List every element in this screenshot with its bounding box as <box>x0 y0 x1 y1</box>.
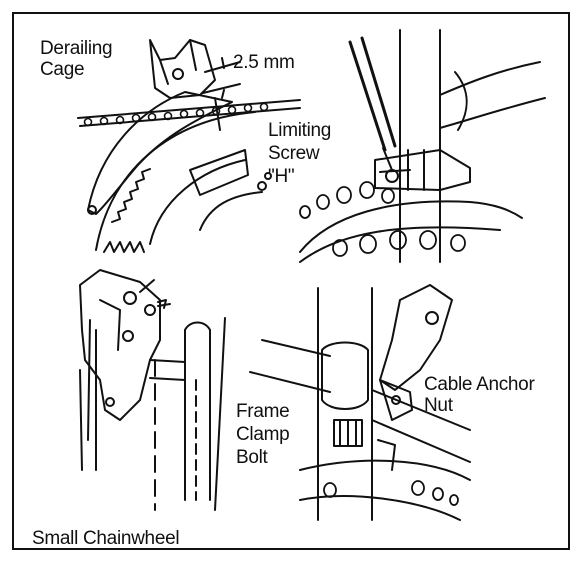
cable-anchor-nut-label: Cable Anchor Nut <box>424 374 535 416</box>
limiting-screw-label-line2: Screw <box>268 143 320 164</box>
small-chainwheel-label: Small Chainwheel <box>32 528 180 549</box>
limiting-screw-label-line1: Limiting <box>268 120 332 141</box>
cable-anchor-nut-label-line1: Cable Anchor <box>424 374 535 395</box>
cable-anchor-nut-label-line2: Nut <box>424 395 453 416</box>
panel-cage-gap <box>77 39 301 253</box>
panel-small-chainwheel <box>79 269 226 511</box>
derailing-cage-label-line1: Derailing <box>40 38 113 59</box>
limiting-screw-label: Limiting Screw "H" <box>268 119 331 188</box>
frame-clamp-bolt-label: Frame Clamp Bolt <box>236 400 290 469</box>
panel-cable-anchor <box>249 284 471 521</box>
limiting-screw-label-line3: "H" <box>268 166 295 187</box>
derailing-cage-label-line2: Cage <box>40 59 85 80</box>
frame-clamp-bolt-label-line1: Frame <box>236 401 290 422</box>
frame-clamp-bolt-label-line3: Bolt <box>236 447 268 468</box>
panel-limiting-screw <box>299 29 546 263</box>
derailing-cage-label: Derailing Cage <box>40 38 113 80</box>
gap-label: 2.5 mm <box>233 52 295 73</box>
frame-clamp-bolt-label-line2: Clamp <box>236 424 290 445</box>
